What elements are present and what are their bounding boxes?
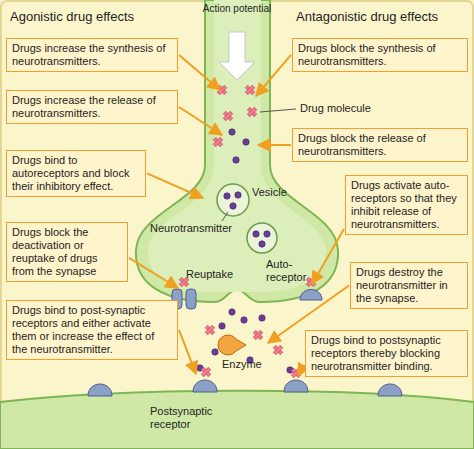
part-label: Action potential: [198, 3, 276, 15]
callout-box: Drugs block the release of neurotransmit…: [292, 128, 468, 162]
leader-arrow: [298, 365, 304, 376]
part-label: Vesicle: [252, 186, 302, 199]
part-label: Neurotransmitter: [150, 222, 250, 235]
callout-text: Drugs increase the release of neurotrans…: [12, 94, 172, 120]
leader-arrow: [179, 55, 220, 90]
callout-box: Drugs bind to autoreceptors and block th…: [6, 150, 146, 197]
callout-text: Drugs block the synthesis of neurotransm…: [298, 42, 462, 68]
postsynaptic-receptor: [88, 380, 402, 396]
leader-arrow: [129, 258, 178, 288]
action-potential-arrow: [219, 32, 255, 80]
leader-arrow: [312, 229, 344, 284]
leader-arrow: [147, 173, 203, 198]
callout-text: Drugs destroy the neurotransmitter in th…: [356, 266, 462, 305]
callout-text: Drugs increase the synthesis of neurotra…: [12, 42, 172, 68]
callout-box: Drugs activate auto-receptors so that th…: [345, 175, 468, 235]
callout-text: Drugs bind to autoreceptors and block th…: [12, 154, 140, 193]
part-label: Enzyme: [222, 358, 282, 371]
column-heading: Antagonistic drug effects: [296, 10, 471, 25]
part-label: Drug molecule: [300, 102, 390, 115]
leader-arrow: [256, 55, 291, 96]
leader-arrow: [179, 330, 196, 374]
enzyme: [218, 335, 246, 355]
part-label: Reuptake: [186, 268, 246, 281]
callout-box: Drugs bind to postsynaptic receptors the…: [305, 330, 468, 377]
callout-box: Drugs block the deactivation or reuptake…: [6, 222, 128, 282]
callout-text: Drugs block the release of neurotransmit…: [298, 132, 462, 158]
callout-box: Drugs increase the release of neurotrans…: [6, 90, 178, 124]
part-label: Postsynaptic receptor: [150, 405, 240, 430]
autoreceptor: [300, 290, 322, 301]
postsynaptic-membrane: [0, 391, 474, 449]
column-heading: Agonistic drug effects: [10, 10, 180, 25]
leader-arrow: [179, 107, 222, 135]
callout-box: Drugs increase the synthesis of neurotra…: [6, 38, 178, 72]
leader-arrow: [258, 144, 291, 146]
callout-box: Drugs destroy the neurotransmitter in th…: [350, 262, 468, 309]
part-label: Auto-receptor: [266, 258, 318, 283]
callout-box: Drugs bind to post-synaptic receptors an…: [6, 300, 178, 360]
callout-text: Drugs activate auto-receptors so that th…: [351, 179, 462, 231]
callout-box: Drugs block the synthesis of neurotransm…: [292, 38, 468, 72]
callout-text: Drugs bind to post-synaptic receptors an…: [12, 304, 172, 356]
callout-text: Drugs block the deactivation or reuptake…: [12, 226, 122, 278]
callout-text: Drugs bind to postsynaptic receptors the…: [311, 334, 462, 373]
